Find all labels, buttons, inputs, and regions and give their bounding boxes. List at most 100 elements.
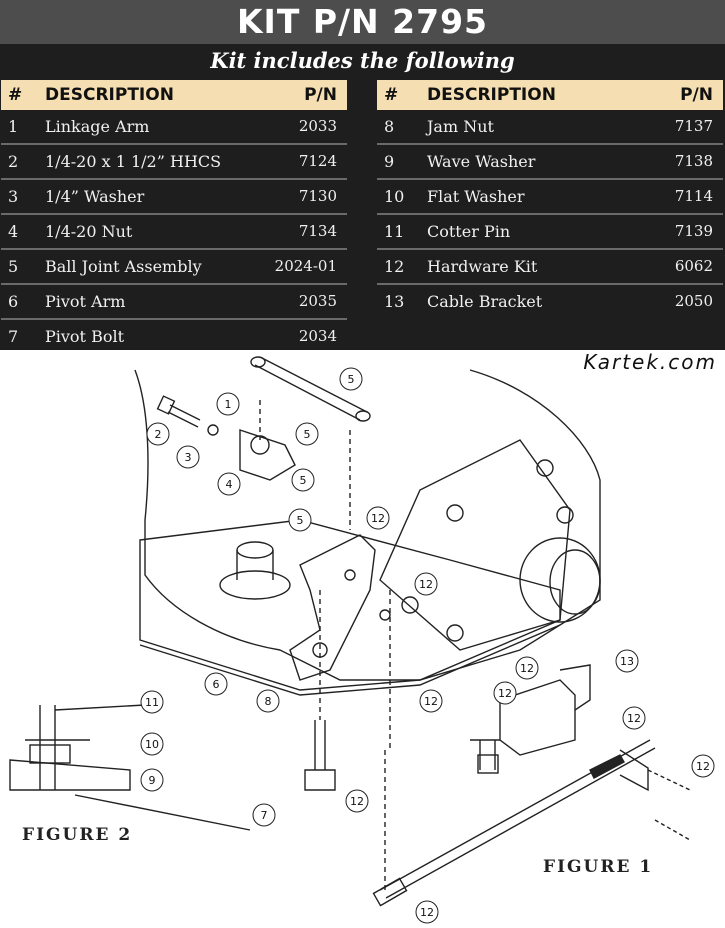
part-num: 8: [384, 117, 395, 136]
input-shaft: [236, 541, 274, 559]
gear-case: [379, 439, 571, 651]
part-description: 1/4” Washer: [45, 187, 145, 206]
table-row: 7 Pivot Bolt 2034: [1, 320, 347, 355]
callout-9: [140, 768, 164, 792]
figure-1-label: FIGURE 1: [543, 857, 654, 877]
part-pn: 7137: [674, 117, 713, 135]
callout-label: 12: [371, 512, 385, 525]
pivot-bolt: [314, 720, 326, 770]
callout-12g: [345, 789, 369, 813]
callout-8: [256, 689, 280, 713]
part-pn: 7130: [298, 187, 337, 205]
callout-label: 12: [627, 712, 641, 725]
header-description: DESCRIPTION: [427, 85, 556, 105]
callout-3: [176, 445, 200, 469]
header-description: DESCRIPTION: [45, 85, 174, 105]
part-num: 12: [384, 257, 405, 276]
part-num: 3: [8, 187, 19, 206]
table-header: # DESCRIPTION P/N: [377, 80, 723, 110]
figure-2-label: FIGURE 2: [22, 825, 133, 845]
kit-title: KIT P/N 2795: [0, 0, 725, 44]
callout-5d: [288, 508, 312, 532]
callout-label: 1: [225, 398, 232, 411]
callout-5a: [339, 367, 363, 391]
brand-watermark: Kartek.com: [583, 350, 717, 374]
callout-11: [140, 690, 164, 714]
callout-10: [140, 732, 164, 756]
part-num: 2: [8, 152, 19, 171]
callout-label: 12: [350, 795, 364, 808]
callout-label: 5: [348, 373, 355, 386]
callout-label: 4: [226, 478, 233, 491]
callout-label: 8: [265, 695, 272, 708]
table-row: 3 1/4” Washer 7130: [1, 180, 347, 215]
callout-12i: [493, 681, 517, 705]
callout-label: 5: [297, 514, 304, 527]
callout-4: [217, 472, 241, 496]
part-description: Linkage Arm: [45, 117, 150, 136]
callout-5c: [291, 468, 315, 492]
callout-label: 5: [300, 474, 307, 487]
part-pn: 7124: [298, 152, 337, 170]
callout-12f: [691, 754, 715, 778]
part-pn: 7114: [674, 187, 713, 205]
part-description: Cable Bracket: [427, 292, 543, 311]
linkage-rod: [254, 357, 368, 421]
callout-label: 12: [420, 906, 434, 919]
callout-5b: [295, 422, 319, 446]
callout-label: 12: [424, 695, 438, 708]
header-pn: P/N: [304, 85, 337, 105]
part-description: Pivot Arm: [45, 292, 126, 311]
callout-label: 12: [696, 760, 710, 773]
part-pn: 7139: [674, 222, 713, 240]
callout-label: 7: [261, 809, 268, 822]
part-pn: 2024-01: [274, 257, 337, 275]
callout-label: 9: [149, 774, 156, 787]
part-num: 7: [8, 327, 19, 346]
part-num: 5: [8, 257, 19, 276]
pivot-arm: [289, 534, 376, 681]
part-pn: 2034: [298, 327, 337, 345]
part-description: Hardware Kit: [427, 257, 538, 276]
part-description: Flat Washer: [427, 187, 525, 206]
callout-label: 6: [213, 678, 220, 691]
callout-13: [615, 649, 639, 673]
part-description: Jam Nut: [427, 117, 494, 136]
part-pn: 7138: [674, 152, 713, 170]
transaxle-housing: [134, 369, 601, 681]
callout-label: 11: [145, 696, 159, 709]
callout-12c: [515, 656, 539, 680]
part-num: 1: [8, 117, 19, 136]
figure2-detail: [9, 705, 131, 791]
part-pn: 7134: [298, 222, 337, 240]
part-pn: 2033: [298, 117, 337, 135]
part-description: Cotter Pin: [427, 222, 511, 241]
kit-subtitle: Kit includes the following: [210, 48, 515, 73]
callout-label: 13: [620, 655, 634, 668]
part-description: Pivot Bolt: [45, 327, 125, 346]
callout-6: [204, 672, 228, 696]
callout-12h: [415, 900, 439, 924]
header-num: #: [384, 85, 399, 105]
part-num: 13: [384, 292, 405, 311]
callout-12d: [419, 689, 443, 713]
part-num: 4: [8, 222, 19, 241]
callout-label: 5: [304, 428, 311, 441]
part-description: Wave Washer: [427, 152, 536, 171]
part-num: 10: [384, 187, 405, 206]
exploded-assembly-diagram: 1 2 3 4 5 5 5 5 6 7 8 9 10 11 12 12 12 1…: [9, 356, 715, 924]
hhcs-bolt: [167, 404, 201, 428]
header-num: #: [8, 85, 23, 105]
table-header: # DESCRIPTION P/N: [1, 80, 347, 110]
callout-label: 2: [155, 428, 162, 441]
callout-7: [252, 803, 276, 827]
callout-12e: [622, 706, 646, 730]
